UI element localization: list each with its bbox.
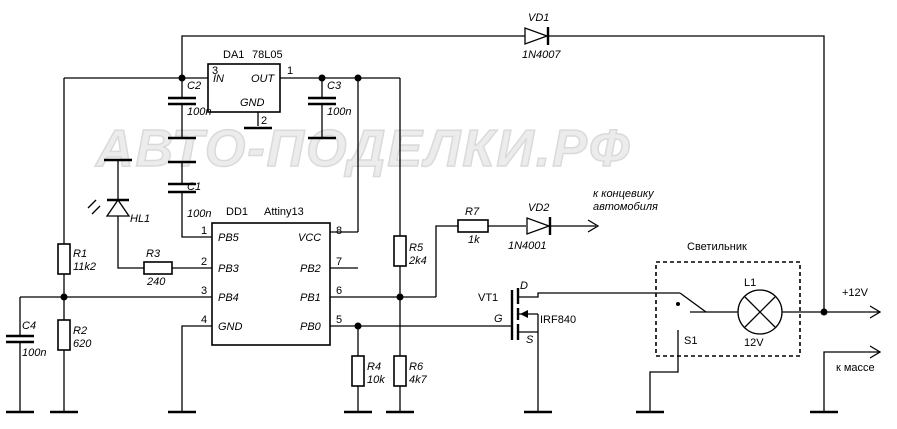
vt1-part: IRF840 (540, 314, 576, 326)
wires (19, 35, 880, 412)
arrows (587, 219, 882, 359)
c1-value: 100n (187, 208, 211, 220)
vt1-d: D (520, 280, 528, 292)
lamp-ref: L1 (744, 277, 756, 289)
vd1-ref: VD1 (528, 12, 549, 24)
r5-value: 2k4 (408, 255, 427, 267)
dd1-ref: DD1 (226, 206, 248, 218)
r4-ref: R4 (367, 361, 381, 373)
dd1-pin3-name: PB4 (218, 292, 239, 304)
r3-ref: R3 (146, 248, 161, 260)
dd1-pin3-num: 3 (201, 285, 207, 297)
r1-value: 11k2 (73, 261, 96, 273)
mcu-dd1: DD1 Attiny13 PB5 PB3 PB4 GND 1 2 3 4 VCC… (201, 206, 342, 346)
r1-ref: R1 (73, 248, 87, 260)
dd1-pin6-num: 6 (336, 285, 342, 297)
da1-out: OUT (251, 73, 276, 85)
capacitor-c3: C3 100n (308, 80, 351, 140)
dd1-pin2-num: 2 (201, 256, 207, 268)
regulator-da1: DA1 78L05 IN OUT GND 3 1 2 (207, 49, 293, 130)
hl1-ref: HL1 (130, 213, 150, 225)
da1-pin-gnd: 2 (261, 115, 267, 127)
da1-pin-out: 1 (287, 65, 293, 77)
r5-ref: R5 (409, 242, 424, 254)
vt1-g: G (494, 313, 503, 325)
da1-ref: DA1 (223, 49, 244, 61)
dd1-pin7-num: 7 (336, 256, 342, 268)
r6-value: 4k7 (409, 374, 428, 386)
led-hl1: HL1 (87, 158, 150, 225)
dd1-pin4-name: GND (218, 321, 243, 333)
c3-ref: C3 (327, 80, 342, 92)
c3-value: 100n (327, 106, 351, 118)
capacitor-c1: C1 100n (168, 160, 211, 220)
resistor-r5: R5 2k4 (393, 235, 427, 267)
dd1-pin2-name: PB3 (218, 263, 240, 275)
vt1-s: S (526, 334, 534, 346)
vd1-part: 1N4007 (522, 49, 561, 61)
resistor-r2: R2 620 (57, 319, 92, 351)
ground-label: к массе (836, 362, 875, 374)
plus12-label: +12V (842, 287, 869, 299)
c2-ref: C2 (187, 80, 201, 92)
dd1-pin5-num: 5 (336, 314, 342, 326)
c1-ref: C1 (187, 181, 201, 193)
vt1-ref: VT1 (478, 292, 498, 304)
endswitch-label-1: к концевику (593, 188, 655, 200)
da1-pin-in: 3 (212, 65, 218, 77)
c2-value: 100n (187, 106, 211, 118)
mosfet-vt1: VT1 D G IRF840 S (478, 280, 576, 346)
r4-value: 10k (367, 374, 385, 386)
dd1-pin1-name: PB5 (218, 232, 240, 244)
lamp-voltage: 12V (744, 337, 764, 349)
r2-ref: R2 (73, 325, 87, 337)
vd2-ref: VD2 (528, 202, 549, 214)
resistor-r4: R4 10k (351, 355, 385, 387)
da1-gnd: GND (240, 97, 265, 109)
resistor-r1: R1 11k2 (57, 243, 96, 275)
da1-part: 78L05 (252, 49, 283, 61)
r3-value: 240 (146, 276, 166, 288)
capacitor-c4: C4 100n (6, 320, 46, 359)
endswitch-label-2: автомобиля (593, 201, 658, 213)
switch-ref: S1 (684, 335, 697, 347)
resistor-r7: R7 1k (457, 206, 489, 246)
dd1-pin4-num: 4 (201, 314, 207, 326)
dd1-part: Attiny13 (264, 206, 304, 218)
dd1-pin7-name: PB2 (300, 263, 321, 275)
dd1-pin1-num: 1 (201, 225, 207, 237)
r7-ref: R7 (465, 206, 480, 218)
r2-value: 620 (73, 338, 92, 350)
resistor-r6: R6 4k7 (393, 355, 428, 387)
da1-in: IN (213, 73, 224, 85)
dd1-pin6-name: PB1 (300, 292, 321, 304)
dd1-pin5-name: PB0 (300, 321, 322, 333)
junction-dots (60, 74, 828, 330)
r7-value: 1k (468, 234, 480, 246)
capacitor-c2: C2 100n (168, 80, 211, 118)
resistor-r3: R3 240 (143, 248, 173, 288)
c4-ref: C4 (22, 320, 36, 332)
lamp-fixture: Светильник L1 12V S1 (655, 241, 801, 357)
vd2-part: 1N4001 (508, 240, 547, 252)
diode-vd2: VD2 1N4001 (508, 202, 552, 252)
diode-vd1: VD1 1N4007 (522, 12, 561, 61)
watermark: АВТО-ПОДЕЛКИ.РФ (94, 120, 632, 178)
dd1-pin8-name: VCC (298, 232, 321, 244)
c4-value: 100n (22, 347, 46, 359)
lamp-title: Светильник (687, 241, 747, 253)
dd1-pin8-num: 8 (336, 225, 342, 237)
r6-ref: R6 (409, 361, 424, 373)
